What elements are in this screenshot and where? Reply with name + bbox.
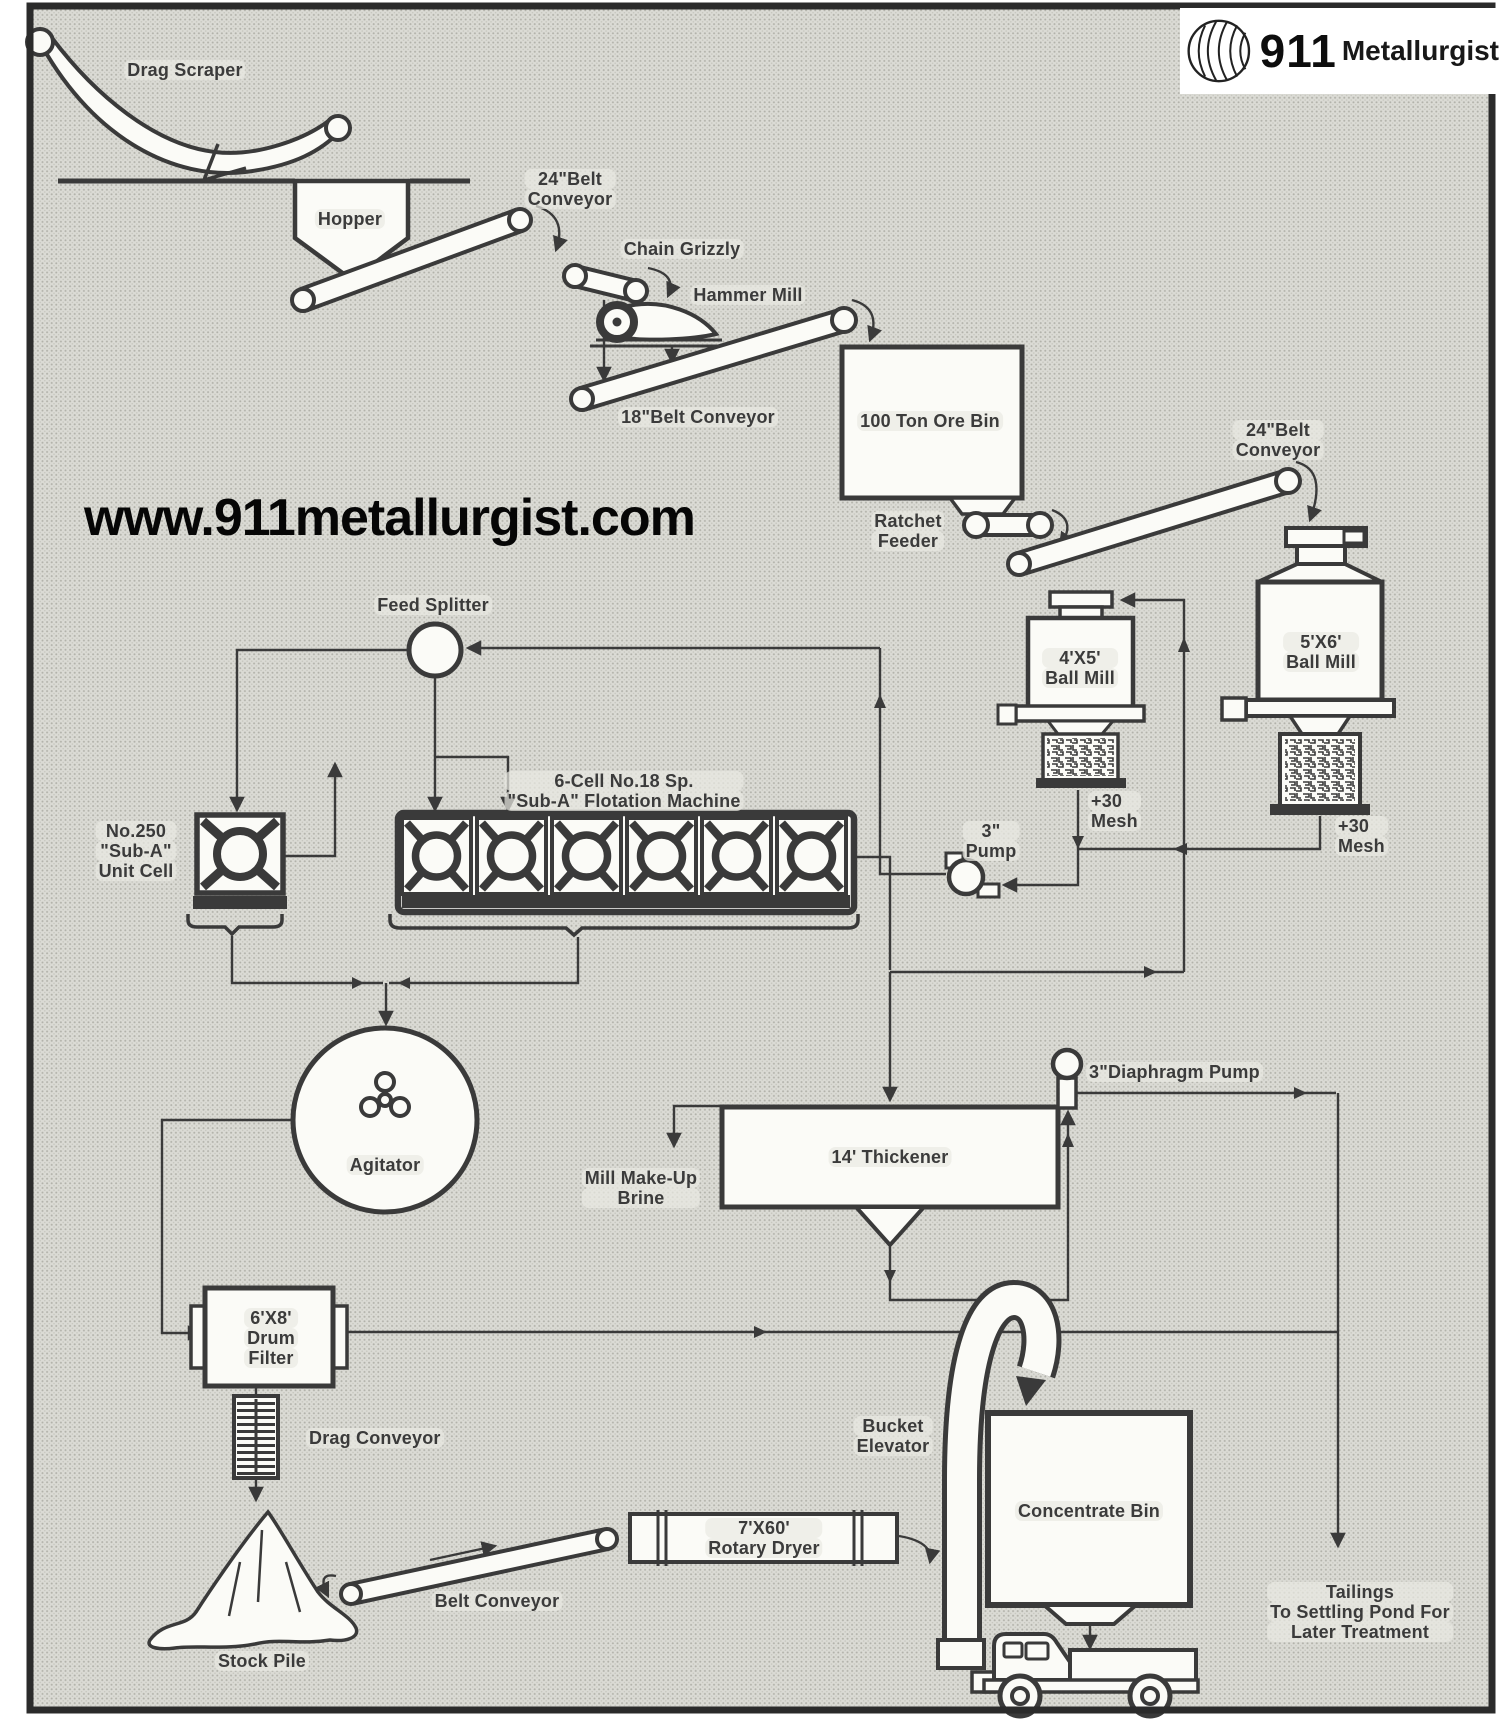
- label-ore-bin: 100 Ton Ore Bin: [857, 411, 1003, 431]
- drag-conveyor: [232, 1394, 280, 1480]
- flow-lines: [160, 204, 1346, 1651]
- agitator: [290, 1025, 480, 1215]
- belt-conveyor-3: [339, 1527, 619, 1606]
- label-diaphragm-pump: 3"Diaphragm Pump: [1086, 1062, 1263, 1082]
- frame-border: [26, 2, 1496, 1714]
- logo-name: Metallurgist: [1341, 35, 1499, 66]
- label-agitator: Agitator: [346, 1155, 424, 1175]
- belt-conveyor-24a: [290, 207, 533, 313]
- belt-conveyor-18: [569, 306, 858, 412]
- watermark: www.911metallurgist.com: [84, 489, 696, 547]
- diaphragm-pump: [1050, 1047, 1084, 1110]
- label-stock-pile: Stock Pile: [214, 1651, 310, 1671]
- label-belt-conveyor: Belt Conveyor: [431, 1591, 563, 1611]
- label-rotary-dryer: 7'X60'Rotary Dryer: [705, 1518, 823, 1558]
- elevator-arrow: [1016, 1376, 1046, 1406]
- label-unit-cell: No.250"Sub-A"Unit Cell: [95, 821, 177, 881]
- label-ball-mill-4x5: 4'X5'Ball Mill: [1042, 648, 1118, 688]
- ball-mill-5x6: [1220, 526, 1396, 815]
- flotation-machine: [388, 809, 860, 938]
- ratchet-feeder: [962, 511, 1054, 539]
- label-drag-scraper: Drag Scraper: [124, 60, 246, 80]
- belt-conveyor-24b: [1006, 467, 1302, 577]
- label-hopper: Hopper: [314, 209, 386, 229]
- stock-pile: [147, 1509, 359, 1651]
- label-drag-conveyor: Drag Conveyor: [306, 1428, 444, 1448]
- drag-scraper: [25, 27, 352, 183]
- label-ball-mill-5x6: 5'X6'Ball Mill: [1283, 632, 1359, 672]
- bucket-elevator: [936, 1279, 1062, 1670]
- label-belt18: 18"Belt Conveyor: [618, 407, 778, 427]
- label-thickener: 14' Thickener: [828, 1147, 952, 1167]
- globe-icon: [1187, 19, 1251, 83]
- logo-number: 911: [1259, 25, 1337, 77]
- truck: [970, 1632, 1200, 1719]
- hammer-mill: [590, 301, 726, 348]
- label-chain-grizzly: Chain Grizzly: [620, 239, 744, 259]
- drum-filter: [189, 1285, 349, 1389]
- label-pump-3in: 3"Pump: [962, 821, 1020, 861]
- flow-arrowheads: [352, 637, 1307, 1338]
- chain-grizzly: [562, 263, 649, 304]
- label-flotation: 6-Cell No.18 Sp."Sub-A" Flotation Machin…: [504, 771, 744, 811]
- label-feed-splitter: Feed Splitter: [374, 595, 492, 615]
- feed-splitter: [406, 621, 464, 679]
- label-concentrate-bin: Concentrate Bin: [1014, 1501, 1164, 1521]
- unit-cell: [186, 812, 287, 937]
- logo: 911 Metallurgist: [1180, 8, 1499, 94]
- label-hammer-mill: Hammer Mill: [690, 285, 806, 305]
- pump-3in: [944, 851, 1001, 899]
